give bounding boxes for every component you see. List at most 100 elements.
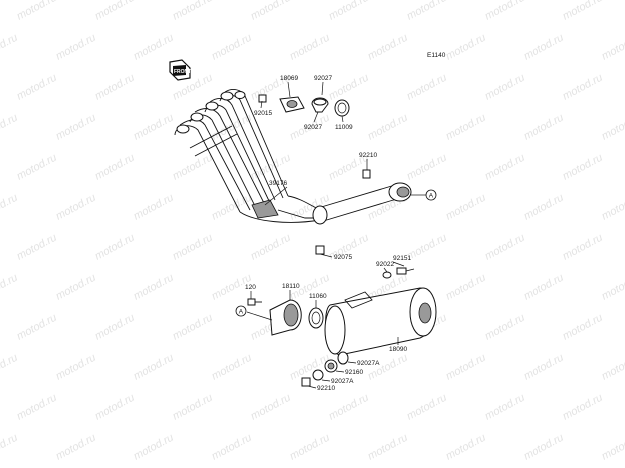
watermark-text: motod.ru [132, 432, 176, 463]
part-label: 92210 [317, 385, 335, 392]
watermark-text: motod.ru [561, 392, 605, 423]
watermark-text: motod.ru [522, 432, 566, 463]
front-icon-text: FRONT [174, 69, 191, 75]
watermark-text: motod.ru [483, 312, 527, 343]
watermark-text: motod.ru [93, 232, 137, 263]
watermark-text: motod.ru [132, 112, 176, 143]
watermark-text: motod.ru [288, 432, 332, 463]
watermark-text: motod.ru [600, 32, 625, 63]
watermark-text: motod.ru [15, 0, 59, 23]
part-label: 39176 [269, 180, 287, 187]
watermark-text: motod.ru [0, 272, 20, 303]
watermark-text: motod.ru [405, 232, 449, 263]
watermark-text: motod.ru [93, 392, 137, 423]
watermark-text: motod.ru [132, 32, 176, 63]
part-labels: 18069 92027 92027 11009 92015 92210 3917… [245, 75, 411, 392]
watermark-text: motod.ru [600, 192, 625, 223]
watermark-text: motod.ru [444, 352, 488, 383]
watermark-text: motod.ru [171, 312, 215, 343]
watermark-text: motod.ru [0, 432, 20, 463]
watermark-text: motod.ru [405, 392, 449, 423]
part-label: 18110 [282, 283, 300, 290]
part-label: 18069 [280, 75, 298, 82]
watermark-text: motod.ru [483, 0, 527, 23]
watermark-text: motod.ru [288, 32, 332, 63]
washers-lower-stack [301, 351, 349, 387]
watermark-text: motod.ru [15, 312, 59, 343]
part-label: 92027 [314, 75, 332, 82]
watermark-text: motod.ru [0, 192, 20, 223]
watermark-text: motod.ru [405, 72, 449, 103]
watermark-text: motod.ru [444, 192, 488, 223]
watermark-text: motod.ru [600, 272, 625, 303]
nut-92015 [258, 94, 267, 103]
watermark-text: motod.ru [132, 352, 176, 383]
watermark-text: motod.ru [561, 0, 605, 23]
collar-92027 [311, 97, 329, 113]
bracket-clamp-18110 [269, 299, 302, 336]
watermark-text: motod.ru [15, 152, 59, 183]
watermark-text: motod.ru [171, 0, 215, 23]
watermark-text: motod.ru [561, 152, 605, 183]
part-label: 92210 [359, 152, 377, 159]
watermark-text: motod.ru [561, 72, 605, 103]
watermark-text: motod.ru [54, 32, 98, 63]
watermark-text: motod.ru [522, 192, 566, 223]
part-label: 92027A [357, 360, 380, 367]
watermark-text: motod.ru [483, 72, 527, 103]
ring-11009 [334, 99, 350, 117]
watermark-text: motod.ru [249, 232, 293, 263]
watermark-text: motod.ru [366, 352, 410, 383]
svg-text:A: A [239, 309, 244, 316]
watermark-text: motod.ru [366, 432, 410, 463]
watermark-text: motod.ru [0, 112, 20, 143]
gasket-18069 [279, 96, 305, 113]
watermark-text: motod.ru [0, 32, 20, 63]
watermark-text: motod.ru [93, 152, 137, 183]
watermark-text: motod.ru [210, 32, 254, 63]
watermark-text: motod.ru [15, 232, 59, 263]
watermark-text: motod.ru [444, 272, 488, 303]
nut-92210-upper [362, 169, 371, 179]
watermark-text: motod.ru [54, 272, 98, 303]
muffler-18090 [324, 287, 437, 356]
part-label: 92160 [345, 369, 363, 376]
front-arrow-icon: FRONT [169, 59, 191, 81]
watermark-text: motod.ru [405, 152, 449, 183]
watermark-text: motod.ru [93, 0, 137, 23]
nut-92075 [315, 245, 325, 255]
part-label: 120 [245, 284, 256, 291]
part-label: 18090 [389, 346, 407, 353]
watermark-text: motod.ru [132, 272, 176, 303]
watermark-text: motod.ru [561, 232, 605, 263]
washer-92022 [382, 271, 392, 279]
watermark-text: motod.ru [522, 112, 566, 143]
reference-marker-a-lower: A [235, 305, 247, 317]
watermark-text: motod.ru [483, 232, 527, 263]
watermark-text: motod.ru [600, 112, 625, 143]
watermark-text: motod.ru [171, 152, 215, 183]
watermark-text: motod.ru [15, 72, 59, 103]
watermark-text: motod.ru [171, 232, 215, 263]
watermark-text: motod.ru [210, 352, 254, 383]
watermark-text: motod.ru [366, 112, 410, 143]
part-label: 11009 [335, 124, 353, 131]
watermark-text: motod.ru [561, 312, 605, 343]
watermark-text: motod.ru [54, 112, 98, 143]
bolt-120 [247, 298, 262, 306]
watermark-text: motod.ru [0, 352, 20, 383]
leader-lines [246, 81, 426, 389]
watermark-text: motod.ru [210, 432, 254, 463]
watermark-text: motod.ru [600, 432, 625, 463]
part-label: 92151 [393, 255, 411, 262]
part-label: 92027A [331, 378, 354, 385]
part-label: 92027 [304, 124, 322, 131]
reference-marker-a-upper: A [425, 189, 437, 201]
watermark-text: motod.ru [600, 352, 625, 383]
watermark-text: motod.ru [93, 312, 137, 343]
watermark-text: motod.ru [54, 432, 98, 463]
watermark-text: motod.ru [15, 392, 59, 423]
